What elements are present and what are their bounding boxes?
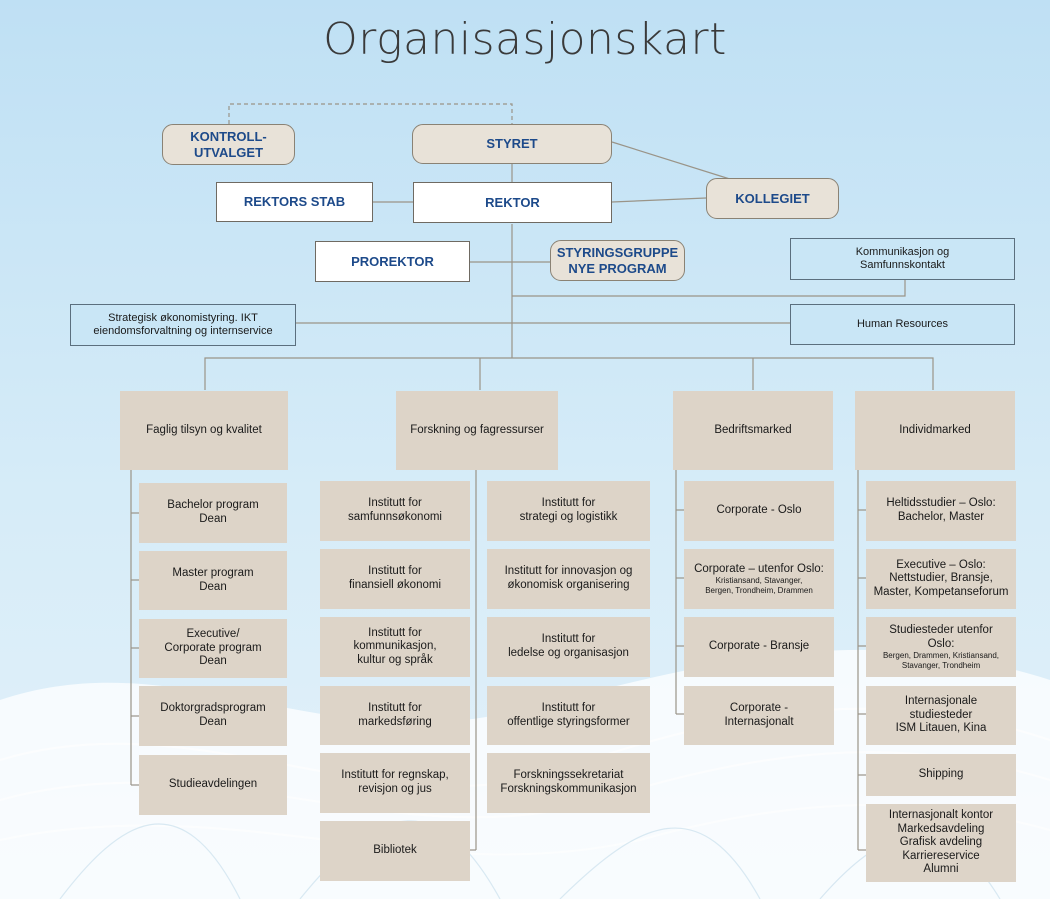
forskning-item-sekretariat: Forskningssekretariat Forskningskommunik… (487, 753, 650, 813)
kommunikasjon-box: Kommunikasjon og Samfunnskontakt (790, 238, 1015, 280)
item-main-label: Executive – Oslo: Nettstudier, Bransje, … (873, 558, 1009, 598)
human-resources-box: Human Resources (790, 304, 1015, 345)
item-main-label: Internasjonalt kontor Markedsavdeling Gr… (888, 809, 994, 876)
individ-item-heltid: Heltidsstudier – Oslo: Bachelor, Master (866, 481, 1016, 541)
item-main-label: Corporate - Bransje (708, 640, 810, 653)
item-main-label: Studiesteder utenfor Oslo: (889, 624, 993, 650)
item-sub-label: Bergen, Drammen, Kristiansand, Stavanger… (882, 651, 1000, 670)
faglig-item-bachelor: Bachelor program Dean (139, 483, 287, 543)
item-main-label: Shipping (918, 768, 964, 781)
kontrollutvalget-box: KONTROLL- UTVALGET (162, 124, 295, 165)
item-sub-label: Kristiansand, Stavanger, Bergen, Trondhe… (705, 576, 813, 595)
styringsgruppe-box: STYRINGSGRUPPE NYE PROGRAM (550, 240, 685, 281)
forskning-item-regnskap: Institutt for regnskap, revisjon og jus (320, 753, 470, 813)
column-header-faglig: Faglig tilsyn og kvalitet (120, 391, 288, 470)
rektor-box: REKTOR (413, 182, 612, 223)
faglig-item-executive: Executive/ Corporate program Dean (139, 619, 287, 678)
page-title: Organisasjonskart (323, 14, 727, 65)
item-main-label: Corporate – utenfor Oslo: (694, 562, 824, 575)
item-main-label: Corporate - Internasjonalt (724, 701, 794, 728)
bedrift-item-oslo: Corporate - Oslo (684, 481, 834, 541)
forskning-item-innovasjon: Institutt for innovasjon og økonomisk or… (487, 549, 650, 609)
individ-item-internasjonale: Internasjonale studiesteder ISM Litauen,… (866, 686, 1016, 745)
styret-box: STYRET (412, 124, 612, 164)
column-header-bedriftsmarked: Bedriftsmarked (673, 391, 833, 470)
forskning-item-finansiell: Institutt for finansiell økonomi (320, 549, 470, 609)
individ-item-executive: Executive – Oslo: Nettstudier, Bransje, … (866, 549, 1016, 609)
item-main-label: Heltidsstudier – Oslo: Bachelor, Master (886, 497, 996, 523)
faglig-item-doktorgrad: Doktorgradsprogram Dean (139, 686, 287, 746)
forskning-item-ledelse: Institutt for ledelse og organisasjon (487, 617, 650, 677)
column-header-forskning: Forskning og fagressurser (396, 391, 558, 470)
bedrift-item-utenfor-oslo: Corporate – utenfor Oslo: Kristiansand, … (684, 549, 834, 609)
faglig-item-master: Master program Dean (139, 551, 287, 610)
faglig-item-studieavdelingen: Studieavdelingen (139, 755, 287, 815)
forskning-item-samfunnsokonomi: Institutt for samfunnsøkonomi (320, 481, 470, 541)
bedrift-item-bransje: Corporate - Bransje (684, 617, 834, 677)
forskning-item-markedsforing: Institutt for markedsføring (320, 686, 470, 745)
prorektor-box: PROREKTOR (315, 241, 470, 282)
forskning-item-offentlige: Institutt for offentlige styringsformer (487, 686, 650, 745)
item-main-label: Corporate - Oslo (716, 504, 802, 517)
individ-item-shipping: Shipping (866, 754, 1016, 796)
forskning-item-strategi: Institutt for strategi og logistikk (487, 481, 650, 541)
strategisk-box: Strategisk økonomistyring. IKT eiendomsf… (70, 304, 296, 346)
forskning-item-kommunikasjon: Institutt for kommunikasjon, kultur og s… (320, 617, 470, 677)
item-main-label: Internasjonale studiesteder ISM Litauen,… (895, 695, 987, 735)
forskning-item-bibliotek: Bibliotek (320, 821, 470, 881)
kollegiet-box: KOLLEGIET (706, 178, 839, 219)
individ-item-studiesteder: Studiesteder utenfor Oslo: Bergen, Dramm… (866, 617, 1016, 677)
individ-item-internasjonalt-kontor: Internasjonalt kontor Markedsavdeling Gr… (866, 804, 1016, 882)
rektors-stab-box: REKTORS STAB (216, 182, 373, 222)
bedrift-item-internasjonalt: Corporate - Internasjonalt (684, 686, 834, 745)
column-header-individmarked: Individmarked (855, 391, 1015, 470)
